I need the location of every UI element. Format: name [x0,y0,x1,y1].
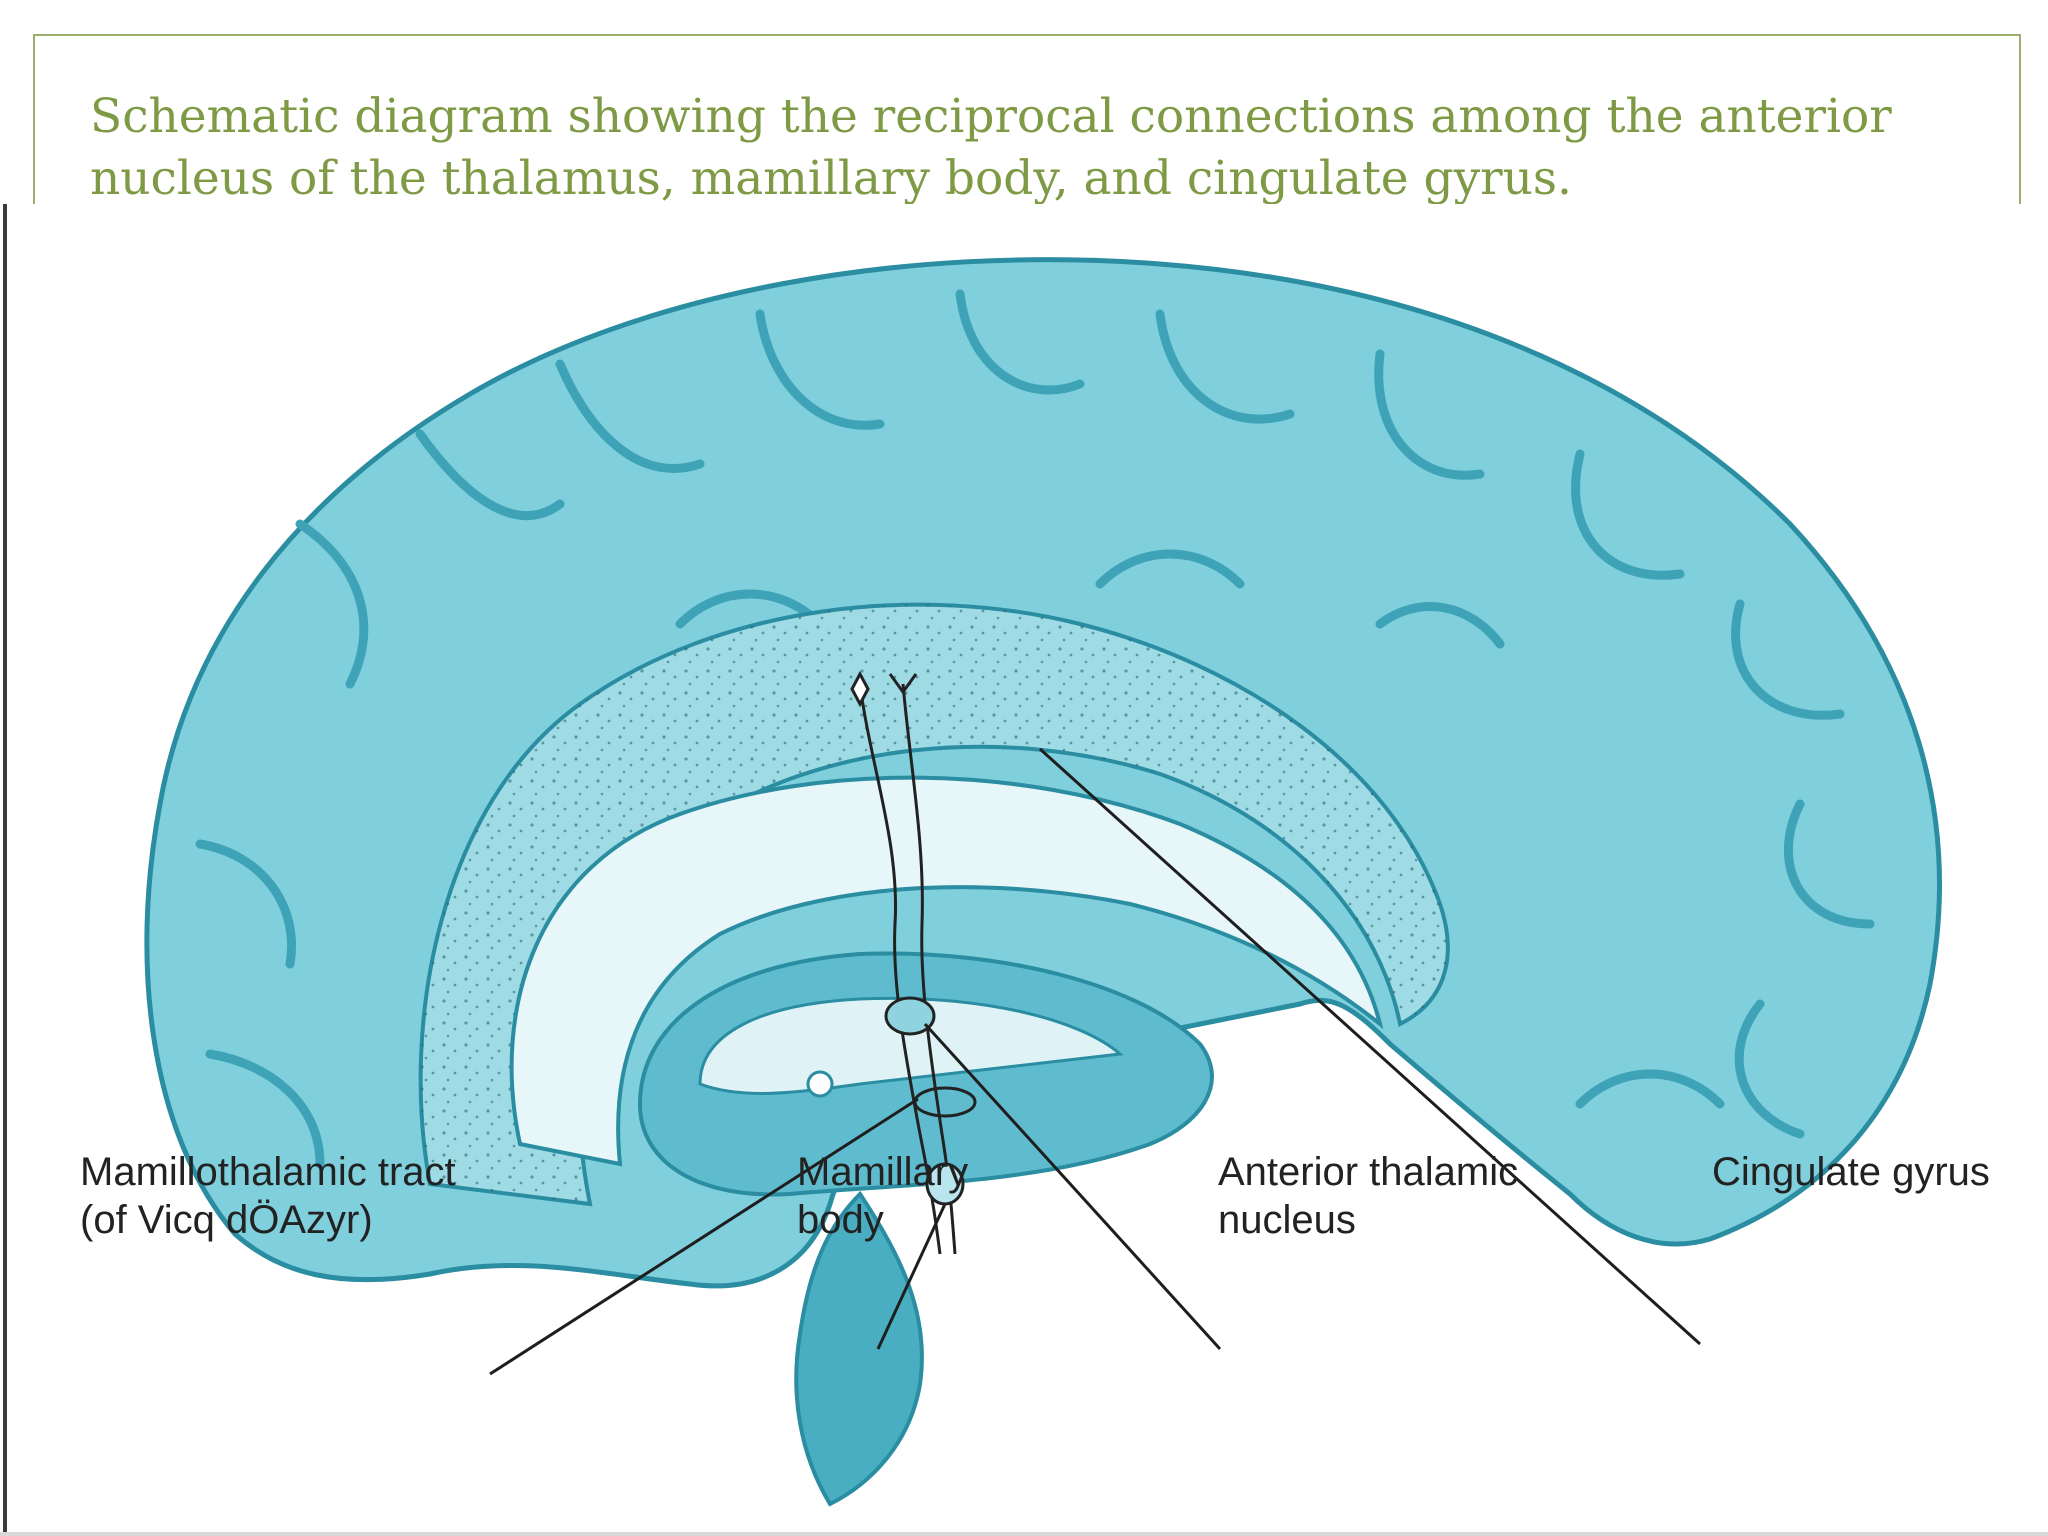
leader-lines [489,747,1702,1376]
anterior-thalamic-nucleus-marker [884,996,936,1036]
sulci-lines [195,289,1875,1169]
figure-left-border [3,204,7,1536]
label-cingulate-gyrus: Cingulate gyrus [1712,1150,1990,1194]
label-anterior-thalamic-nucleus: Anterior thalamic nucleus [1218,1150,1519,1242]
label-mamillothalamic-tract: Mamillothalamic tract (of Vicq dÖAzyr) [80,1150,456,1242]
slide-title: Schematic diagram showing the reciprocal… [90,89,1907,204]
brainstem [794,1190,924,1507]
fiber-terminal-diamond [850,670,870,708]
fiber-terminal-fork [888,673,918,695]
figure-panel: Mamillothalamic tract (of Vicq dÖAzyr) M… [0,204,2048,1536]
figure-bottom-border [0,1532,2048,1536]
corpus-callosum [509,775,1384,1167]
label-mamillary-body: Mamillary body [797,1150,969,1242]
brain-diagram [144,257,1942,1507]
anterior-commissure-dot [806,1070,834,1098]
